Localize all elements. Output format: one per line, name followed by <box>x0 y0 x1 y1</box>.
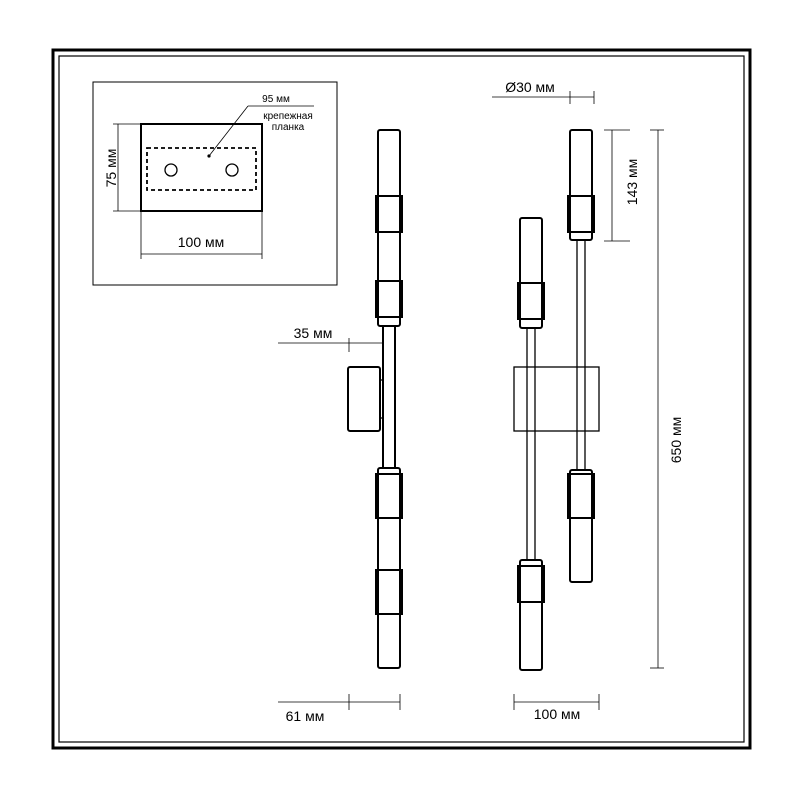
side-lower-shade <box>377 467 401 669</box>
mounting-bar <box>146 147 257 191</box>
wall-plate <box>140 123 263 212</box>
side-wall-mount <box>347 366 381 432</box>
mounting-hole-left <box>164 163 178 177</box>
bar-label-line1: крепежная <box>263 111 313 122</box>
side-view: 35 мм 61 мм <box>278 129 403 724</box>
arm-offset-label: 35 мм <box>294 325 333 341</box>
inner-frame <box>58 55 745 743</box>
total-height-label: 650 мм <box>668 417 684 464</box>
diameter-label: Ø30 мм <box>505 79 555 95</box>
front-right-bottom-ring <box>567 473 595 519</box>
front-wall-plate <box>513 366 600 432</box>
front-left-top-ring <box>517 282 545 320</box>
front-width-label: 100 мм <box>534 706 581 722</box>
front-right-top-ring <box>567 195 595 233</box>
side-upper-ring-1 <box>375 195 403 233</box>
front-right-top-shade <box>569 129 593 241</box>
front-left-bottom-shade <box>519 559 543 671</box>
front-right-bottom-shade <box>569 469 593 583</box>
plate-view-box <box>92 81 338 286</box>
front-view: Ø30 мм 143 мм 650 мм 100 мм <box>492 79 684 722</box>
shade-height-label: 143 мм <box>624 159 640 206</box>
plate-width-label: 100 мм <box>178 234 225 250</box>
bar-width-label: 95 мм <box>262 94 290 105</box>
side-lower-ring-2 <box>375 569 403 615</box>
mounting-hole-right <box>225 163 239 177</box>
front-left-bottom-ring <box>517 565 545 603</box>
bar-label-line2: планка <box>272 122 305 133</box>
plate-height-label: 75 мм <box>103 149 119 188</box>
depth-label: 61 мм <box>286 708 325 724</box>
front-left-top-shade <box>519 217 543 329</box>
outer-frame <box>51 48 752 750</box>
side-upper-shade <box>377 129 401 327</box>
side-upper-ring-2 <box>375 280 403 318</box>
side-lower-ring-1 <box>375 473 403 519</box>
plate-view: 75 мм 100 мм 95 мм крепежная планка <box>92 81 338 286</box>
